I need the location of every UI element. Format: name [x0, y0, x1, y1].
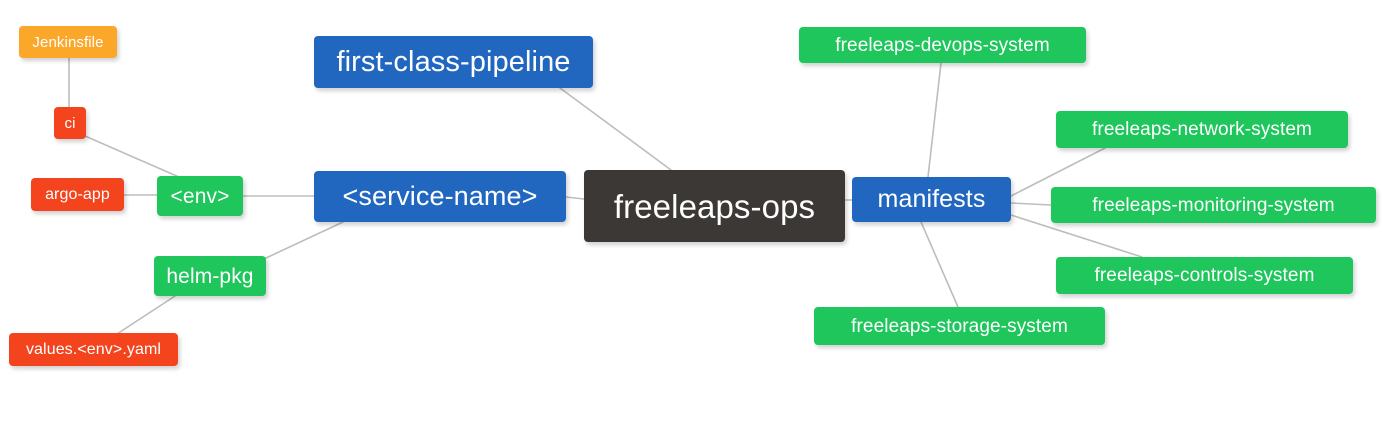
node-label: freeleaps-storage-system [851, 315, 1068, 337]
node-first-class-pipeline[interactable]: first-class-pipeline [314, 36, 593, 88]
node-label: freeleaps-controls-system [1094, 265, 1315, 286]
node-service-name[interactable]: <service-name> [314, 171, 566, 222]
node-label: ci [64, 114, 76, 132]
node-env[interactable]: <env> [157, 176, 243, 216]
node-freeleaps-ops[interactable]: freeleaps-ops [584, 170, 845, 242]
node-label: Jenkinsfile [32, 33, 104, 51]
node-label: first-class-pipeline [336, 45, 571, 78]
node-label: <service-name> [342, 181, 538, 211]
edge-service-name-to-freeleaps-ops [565, 196, 585, 200]
node-label: freeleaps-ops [613, 187, 816, 225]
node-argo-app[interactable]: argo-app [31, 178, 124, 211]
edge-first-class-pipeline-to-freeleaps-ops [559, 87, 672, 171]
node-label: manifests [877, 185, 986, 213]
node-values-yaml[interactable]: values.<env>.yaml [9, 333, 178, 366]
edge-manifests-to-freeleaps-monitoring-system [1010, 202, 1052, 206]
node-label: freeleaps-devops-system [835, 34, 1050, 56]
node-freeleaps-monitoring-system[interactable]: freeleaps-monitoring-system [1051, 187, 1376, 223]
node-label: argo-app [45, 185, 110, 203]
node-manifests[interactable]: manifests [852, 177, 1011, 222]
node-ci[interactable]: ci [54, 107, 86, 139]
node-helm-pkg[interactable]: helm-pkg [154, 256, 266, 296]
node-freeleaps-controls-system[interactable]: freeleaps-controls-system [1056, 257, 1353, 294]
node-label: <env> [170, 184, 230, 208]
node-freeleaps-network-system[interactable]: freeleaps-network-system [1056, 111, 1348, 148]
edge-helm-pkg-to-values-yaml [116, 295, 176, 335]
node-freeleaps-storage-system[interactable]: freeleaps-storage-system [814, 307, 1105, 345]
node-jenkinsfile[interactable]: Jenkinsfile [19, 26, 117, 58]
edge-service-name-to-helm-pkg [265, 221, 344, 259]
node-label: values.<env>.yaml [25, 340, 162, 358]
node-label: freeleaps-network-system [1092, 119, 1312, 140]
edge-manifests-to-freeleaps-storage-system [920, 221, 959, 308]
edge-ci-to-env [84, 135, 180, 178]
edge-manifests-to-freeleaps-devops-system [927, 62, 942, 178]
node-label: freeleaps-monitoring-system [1092, 194, 1335, 216]
node-label: helm-pkg [166, 264, 254, 288]
node-freeleaps-devops-system[interactable]: freeleaps-devops-system [799, 27, 1086, 63]
